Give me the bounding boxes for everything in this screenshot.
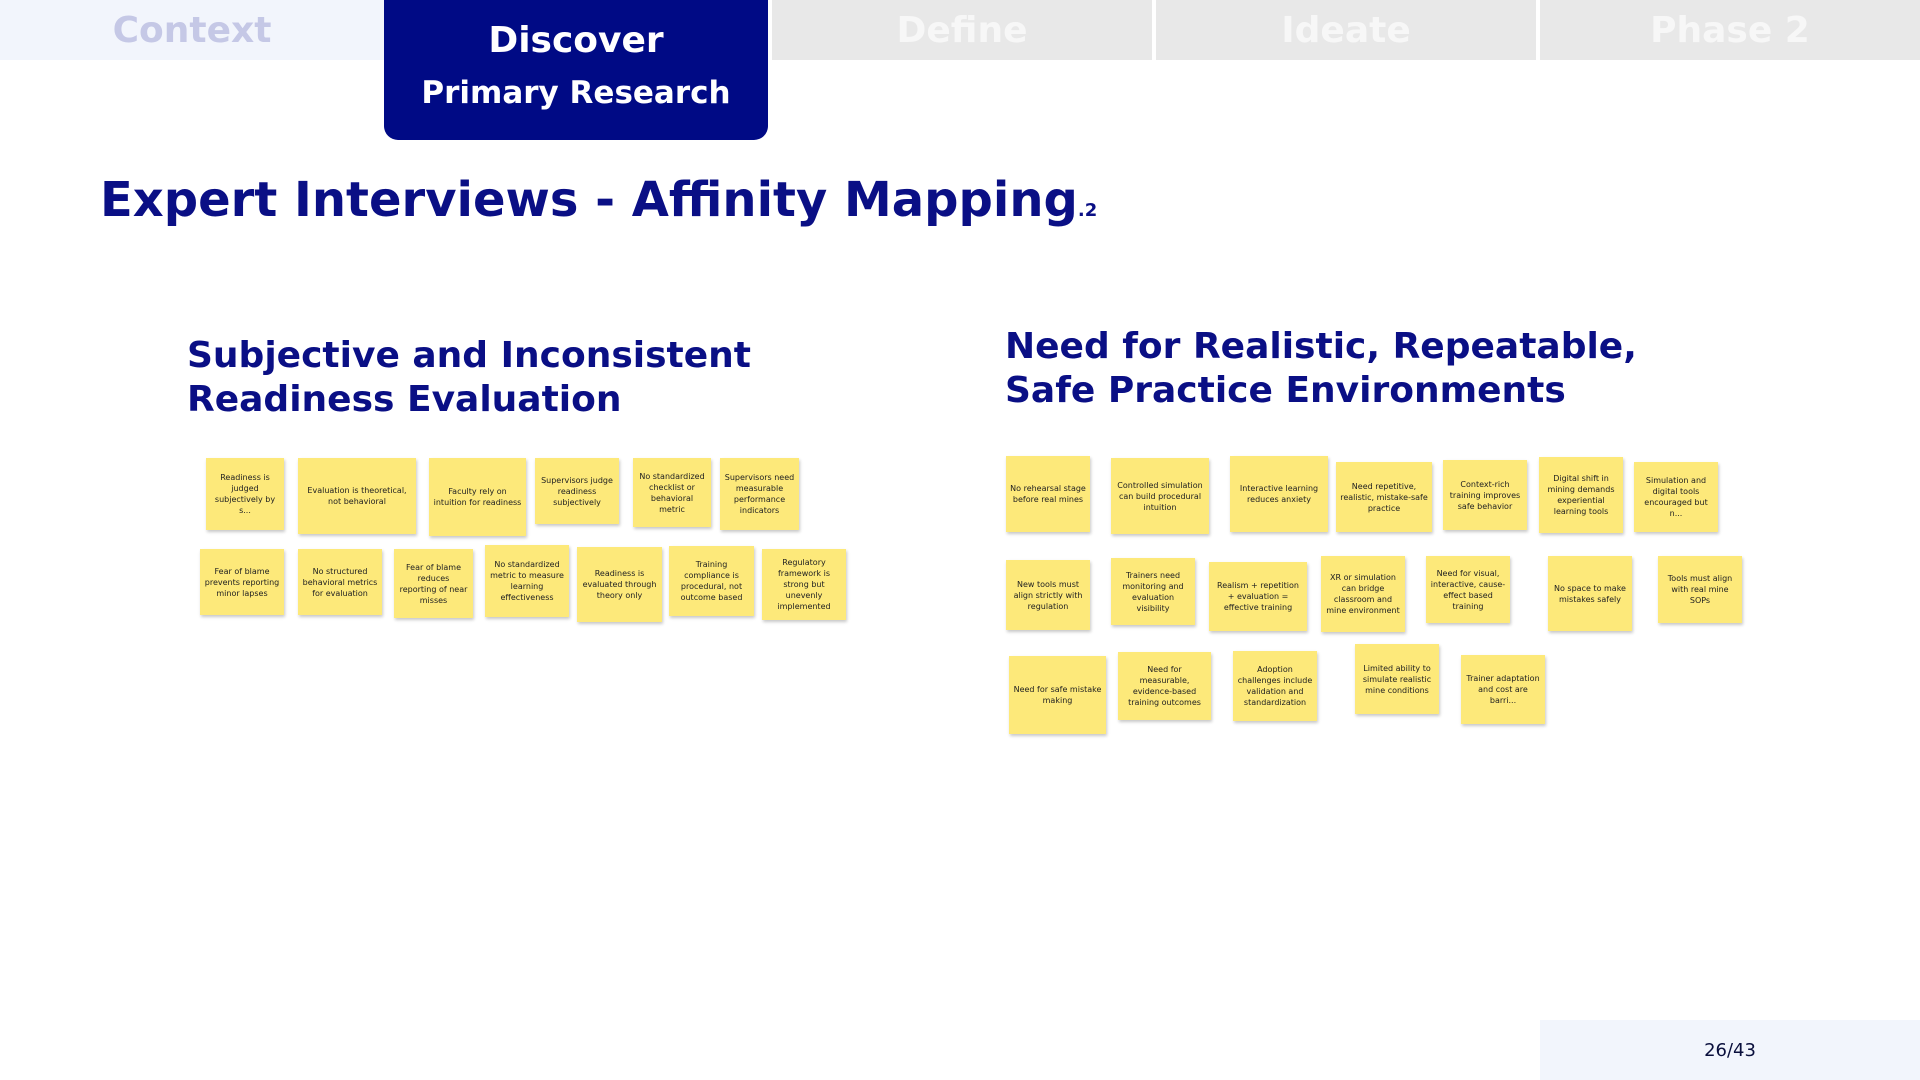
tab-discover-label: Discover [488, 20, 664, 61]
sticky-note[interactable]: Realism + repetition + evaluation = effe… [1209, 562, 1307, 631]
sticky-note[interactable]: XR or simulation can bridge classroom an… [1321, 556, 1405, 632]
tab-discover-sublabel: Primary Research [421, 75, 731, 111]
sticky-note[interactable]: Trainer adaptation and cost are barri... [1461, 655, 1545, 724]
sticky-note[interactable]: Need for visual, interactive, cause-effe… [1426, 556, 1510, 623]
page-title: Expert Interviews - Affinity Mapping.2 [100, 172, 1097, 228]
cluster-title-practice: Need for Realistic, Repeatable, Safe Pra… [1005, 326, 1637, 411]
sticky-note[interactable]: Need for safe mistake making [1009, 656, 1106, 734]
sticky-note[interactable]: Fear of blame prevents reporting minor l… [200, 549, 284, 615]
sticky-note[interactable]: No structured behavioral metrics for eva… [298, 549, 382, 615]
tab-define[interactable]: Define [772, 0, 1152, 60]
sticky-note[interactable]: Simulation and digital tools encouraged … [1634, 462, 1718, 532]
tab-discover[interactable]: Discover Primary Research [384, 0, 768, 140]
cluster-title-readiness: Subjective and Inconsistent Readiness Ev… [187, 335, 751, 420]
sticky-note[interactable]: Digital shift in mining demands experien… [1539, 457, 1623, 533]
sticky-note[interactable]: Fear of blame reduces reporting of near … [394, 549, 473, 618]
page-title-text: Expert Interviews - Affinity Mapping [100, 172, 1078, 228]
sticky-note[interactable]: No space to make mistakes safely [1548, 556, 1632, 631]
sticky-note[interactable]: Supervisors judge readiness subjectively [535, 458, 619, 524]
sticky-note[interactable]: No standardized metric to measure learni… [485, 545, 569, 617]
sticky-note[interactable]: No rehearsal stage before real mines [1006, 456, 1090, 532]
sticky-note[interactable]: Context-rich training improves safe beha… [1443, 460, 1527, 530]
sticky-note[interactable]: Adoption challenges include validation a… [1233, 651, 1317, 721]
sticky-note[interactable]: Supervisors need measurable performance … [720, 458, 799, 530]
sticky-note[interactable]: Readiness is evaluated through theory on… [577, 547, 662, 622]
sticky-note[interactable]: Readiness is judged subjectively by s... [206, 458, 284, 530]
sticky-note[interactable]: Faculty rely on intuition for readiness [429, 458, 526, 536]
sticky-note[interactable]: Training compliance is procedural, not o… [669, 546, 754, 616]
sticky-note[interactable]: Need for measurable, evidence-based trai… [1118, 652, 1211, 720]
page-title-suffix: .2 [1077, 200, 1098, 221]
sticky-note[interactable]: Trainers need monitoring and evaluation … [1111, 558, 1195, 625]
sticky-note[interactable]: Limited ability to simulate realistic mi… [1355, 644, 1439, 714]
page-number-text: 26/43 [1704, 1039, 1756, 1061]
sticky-note[interactable]: Interactive learning reduces anxiety [1230, 456, 1328, 532]
sticky-note[interactable]: New tools must align strictly with regul… [1006, 560, 1090, 630]
sticky-note[interactable]: No standardized checklist or behavioral … [633, 458, 711, 527]
tab-ideate[interactable]: Ideate [1156, 0, 1536, 60]
sticky-note[interactable]: Need repetitive, realistic, mistake-safe… [1336, 462, 1432, 532]
sticky-note[interactable]: Tools must align with real mine SOPs [1658, 556, 1742, 623]
page-number: 26/43 [1540, 1020, 1920, 1080]
sticky-note[interactable]: Regulatory framework is strong but uneve… [762, 549, 846, 620]
sticky-note[interactable]: Evaluation is theoretical, not behaviora… [298, 458, 416, 534]
tab-context[interactable]: Context [0, 0, 384, 60]
tab-phase-2[interactable]: Phase 2 [1540, 0, 1920, 60]
sticky-note[interactable]: Controlled simulation can build procedur… [1111, 458, 1209, 534]
